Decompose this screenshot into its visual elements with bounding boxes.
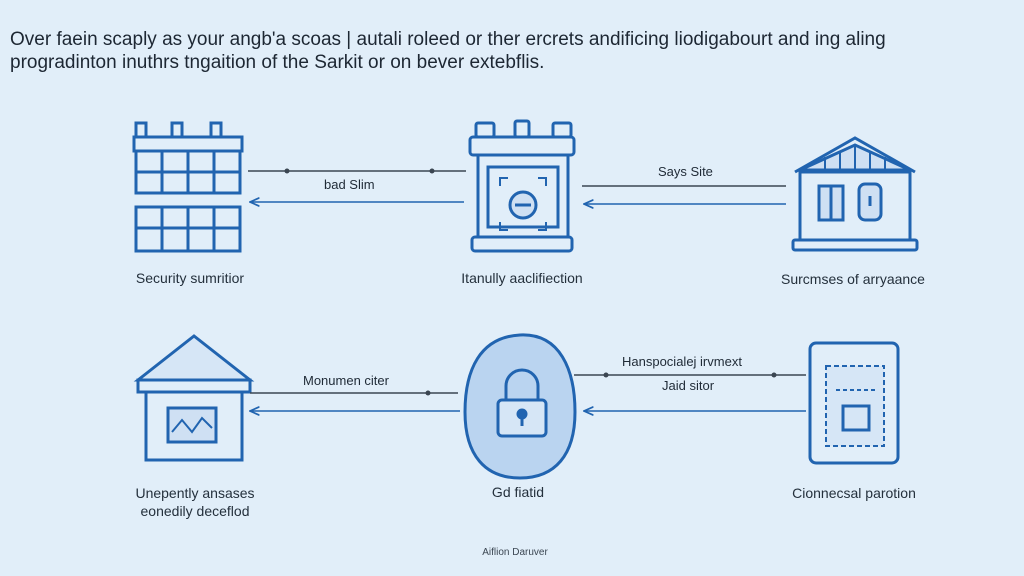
building-icon <box>132 121 244 253</box>
intro-line-1: Over faein scaply as your angb'a scoas |… <box>10 29 886 50</box>
node-label-security: Security sumritior <box>135 270 245 286</box>
vault-device-icon <box>468 119 576 253</box>
intro-line-2: progradinton inuthrs tngaition of the Sa… <box>10 52 545 73</box>
connector-label-bottom-right-top: Hanspocialej irvmext <box>622 354 742 369</box>
connector-top-right <box>582 185 786 204</box>
node-label-identity: Itanully aaclifiection <box>461 270 583 286</box>
tablet-icon <box>808 341 900 465</box>
house-icon <box>133 334 255 462</box>
warehouse-icon <box>791 136 919 252</box>
node-label-unexpected-line-1: Unepently ansases <box>135 485 255 501</box>
connector-label-top-left: bad Slim <box>324 177 375 192</box>
node-label-successes: Surcmses of arryaance <box>781 271 925 287</box>
connector-bottom-left <box>250 390 460 412</box>
node-label-unexpected: Unepently ansases eonedily deceflod <box>135 484 254 520</box>
node-label-connection: Cionnecsal parotion <box>792 485 916 501</box>
footer-caption: Aiflion Daruver <box>482 547 548 558</box>
connector-top-left <box>248 168 466 203</box>
node-label-field: Gd fiatid <box>491 484 545 500</box>
connector-label-bottom-left: Monumen citer <box>303 373 389 388</box>
connector-label-top-right: Says Site <box>658 164 713 179</box>
connector-label-bottom-right-bottom: Jaid sitor <box>662 378 715 393</box>
padlock-shield-icon <box>463 333 577 480</box>
node-label-unexpected-line-2: eonedily deceflod <box>140 503 250 519</box>
intro-text: Over faein scaply as your angb'a scoas |… <box>10 28 1010 74</box>
connector-bottom-right <box>574 372 806 412</box>
